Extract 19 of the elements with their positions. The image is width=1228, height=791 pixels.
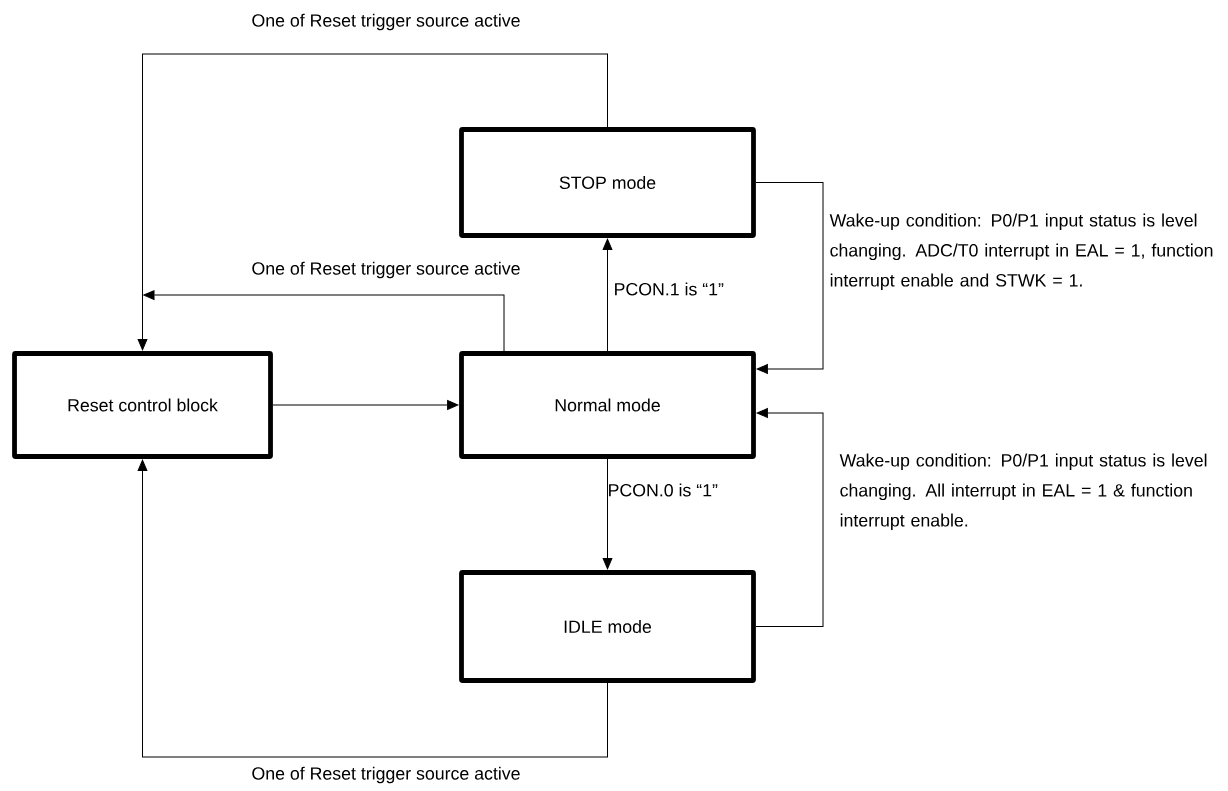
mode-box: IDLE mode (459, 570, 756, 683)
edge-label: One of Reset trigger source active (252, 13, 520, 31)
edge-label: Wake-up condition: P0/P1 input status is level changing. All interrupt in EAL = 1 & function interrupt enable. (839, 453, 1207, 531)
edge-label: One of Reset trigger source active (252, 261, 520, 279)
mode-box: Reset control block (12, 351, 273, 459)
edge-label: One of Reset trigger source active (252, 766, 520, 784)
arrow (272, 400, 459, 410)
edge-label: Wake-up condition: P0/P1 input status is level changing. ADC/T0 interrupt in EAL = 1, function interrupt enable and STWK = 1. (829, 213, 1213, 291)
edge-label: PCON.1 is “1” (615, 282, 724, 296)
arrow (137, 53, 608, 351)
arrow (137, 459, 608, 758)
arrow (602, 238, 613, 352)
mode-box: Normal mode (459, 351, 756, 459)
arrow (143, 290, 505, 352)
arrow (602, 458, 613, 570)
arrow (755, 182, 824, 374)
arrow (755, 408, 824, 627)
mode-box: STOP mode (459, 127, 756, 238)
edge-label: PCON.0 is “1” (609, 483, 718, 497)
